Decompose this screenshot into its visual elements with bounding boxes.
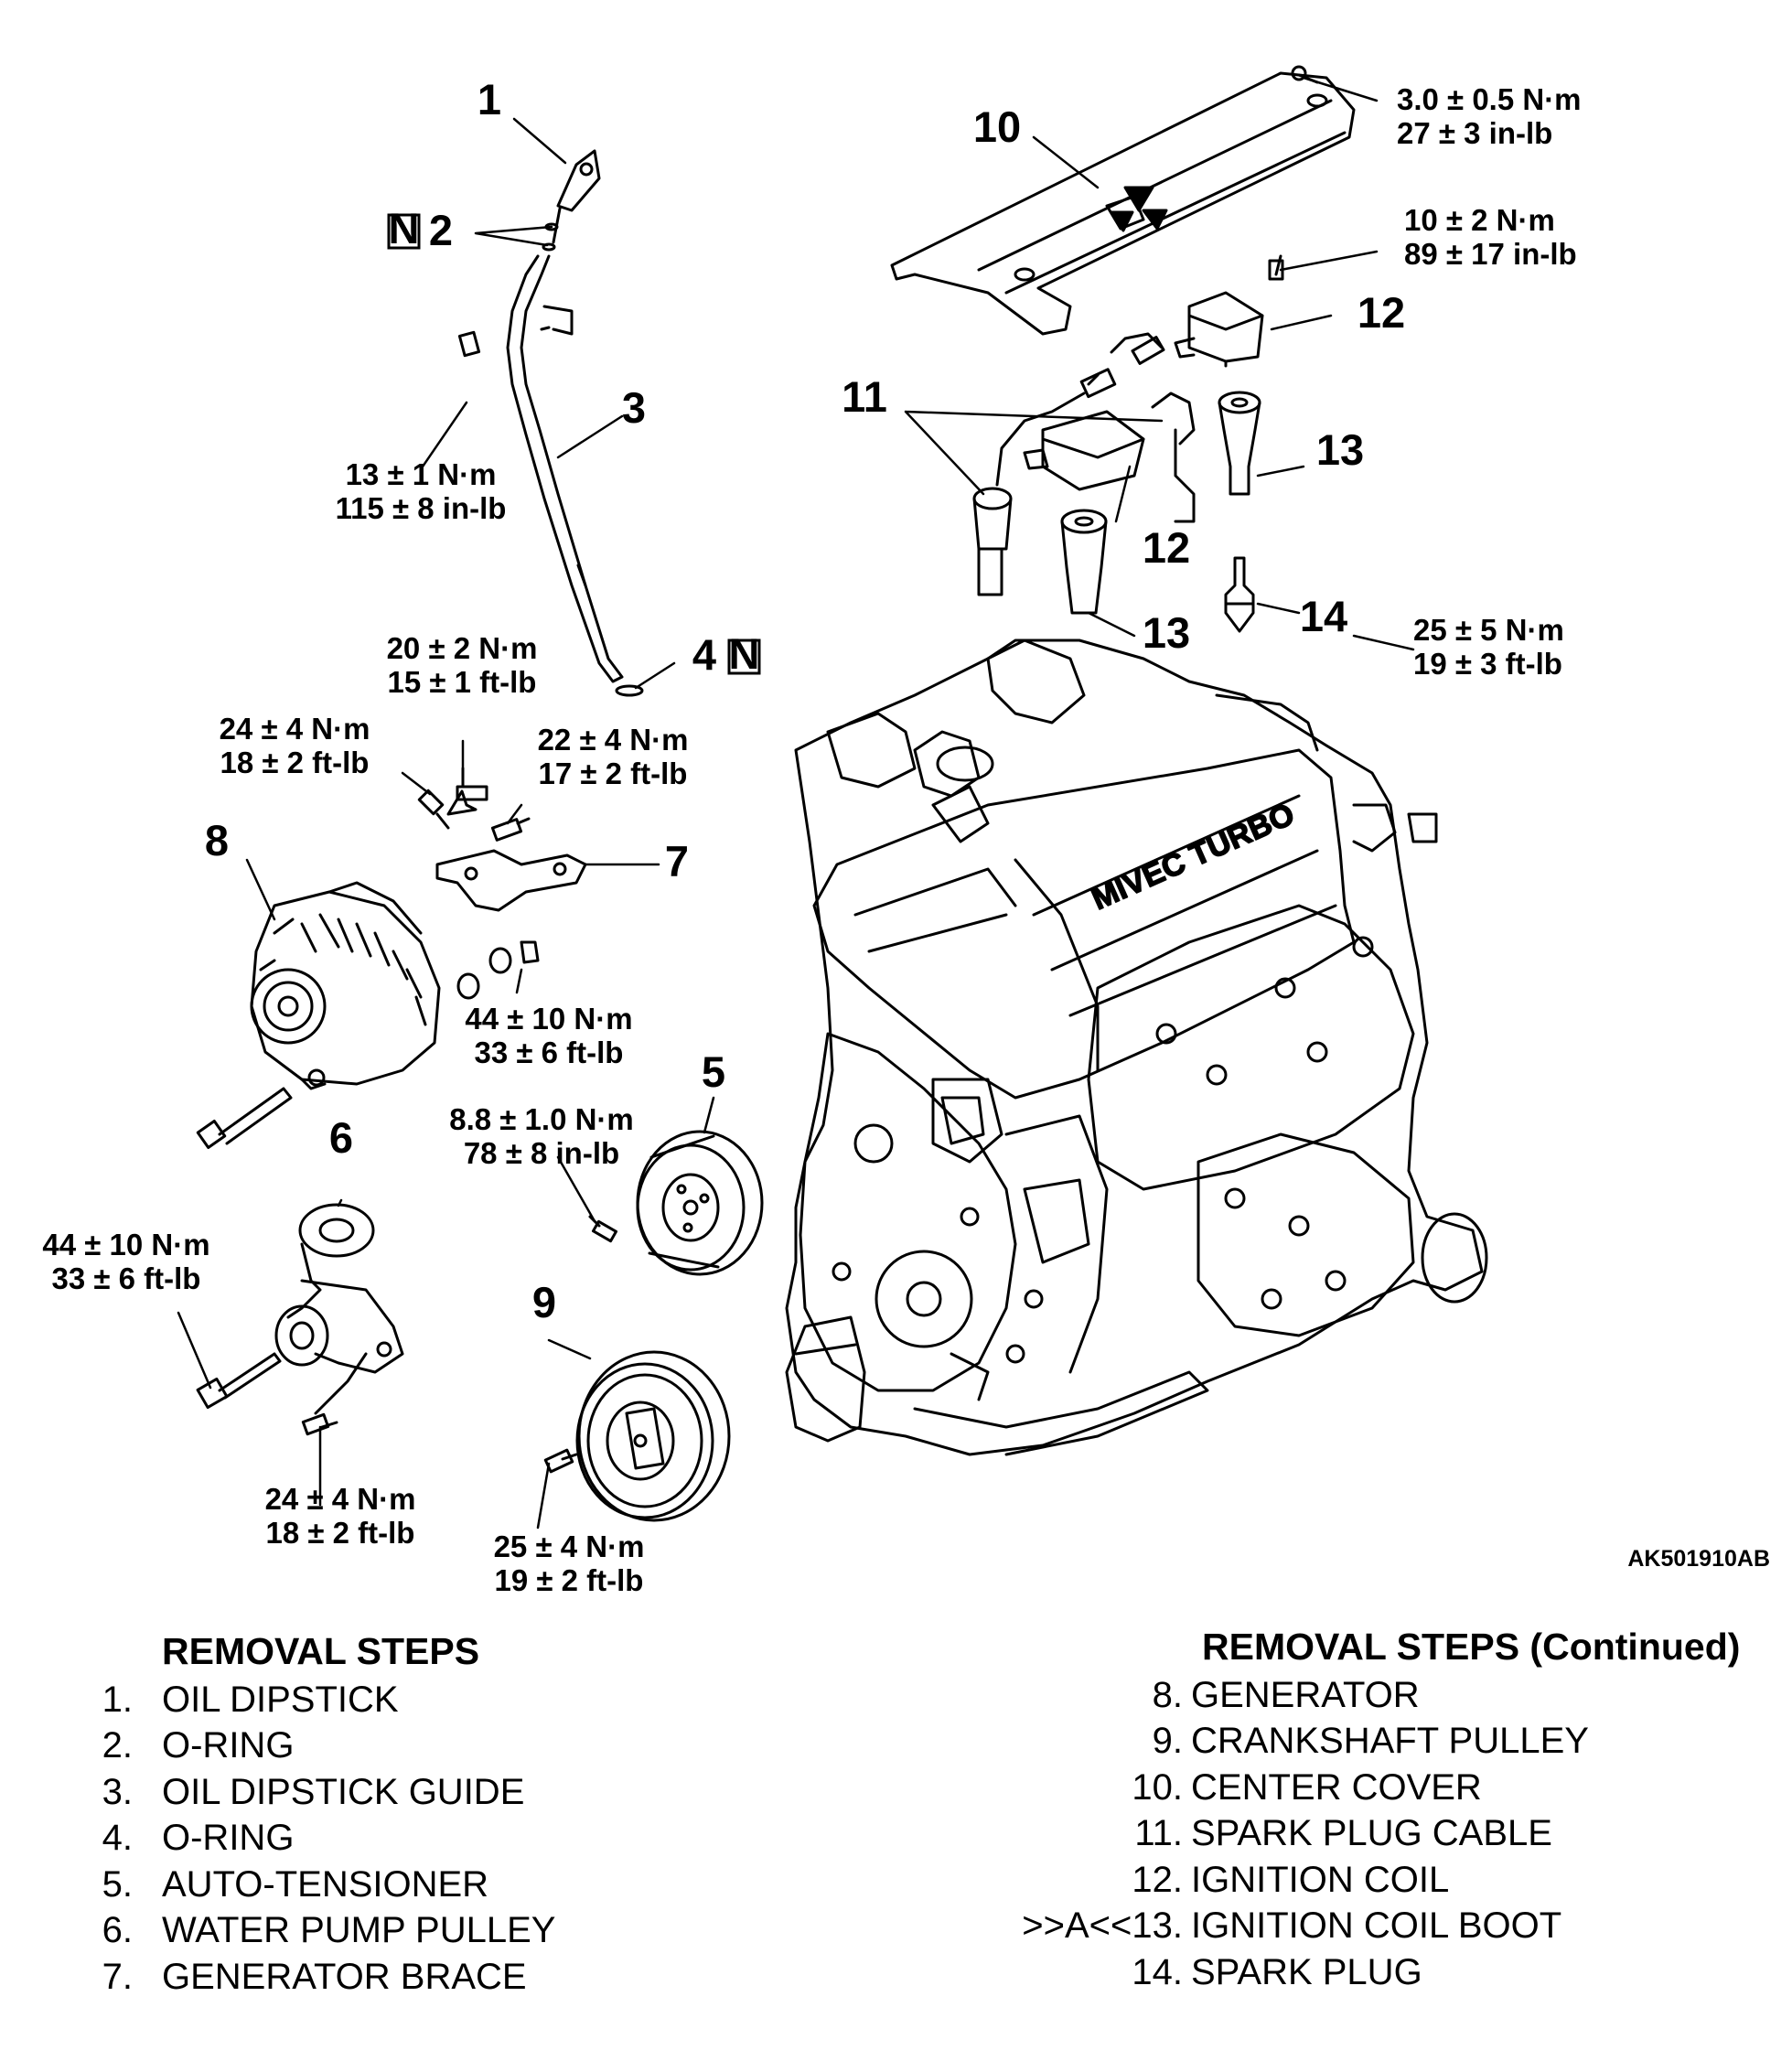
torque-spark-plug-nm: 25 ± 5 N·m xyxy=(1413,613,1564,647)
torque-guide-nm: 13 ± 1 N·m xyxy=(346,457,497,491)
callout-8: 8 xyxy=(205,816,229,864)
engine-assembly-drawing: MIVEC TURBO xyxy=(785,639,1488,1456)
removal-steps-heading: REMOVAL STEPS xyxy=(162,1630,480,1672)
list-item: >>A<<13.IGNITION COIL BOOT xyxy=(1022,1905,1562,1946)
callout-10: 10 xyxy=(973,102,1021,151)
callout-5: 5 xyxy=(702,1047,725,1096)
callout-14: 14 xyxy=(1300,592,1347,640)
figure-id: AK501910AB xyxy=(1627,1546,1770,1572)
ignition-parts-drawing xyxy=(972,254,1284,633)
dipstick-drawing xyxy=(457,149,644,697)
torque-brace-top-ftlb: 15 ± 1 ft-lb xyxy=(388,665,537,699)
callout-13-lower: 13 xyxy=(1143,608,1190,657)
list-item: 10.CENTER COVER xyxy=(1132,1766,1482,1808)
list-item: 7.GENERATOR BRACE xyxy=(102,1956,527,1997)
removal-steps-list: REMOVAL STEPS 1.OIL DIPSTICK 2.O-RING 3.… xyxy=(96,1628,556,2000)
callout-13-upper: 13 xyxy=(1316,425,1364,474)
list-item: 5.AUTO-TENSIONER xyxy=(102,1863,489,1905)
center-cover-drawing xyxy=(890,65,1356,336)
part-callouts: 1 2 3 4 5 6 7 8 9 10 11 12 12 13 13 14 xyxy=(205,75,1405,1326)
callout-7: 7 xyxy=(665,837,689,885)
callout-12-upper: 12 xyxy=(1357,288,1405,337)
torque-generator-nut-nm: 44 ± 10 N·m xyxy=(465,1002,632,1036)
torque-tensioner-lower-nm: 24 ± 4 N·m xyxy=(265,1482,416,1516)
torque-tensioner-bolt-ftlb: 33 ± 6 ft-lb xyxy=(52,1261,201,1295)
removal-steps-continued-list: REMOVAL STEPS (Continued) 8.GENERATOR 9.… xyxy=(1002,1624,1740,1995)
list-item: 2.O-RING xyxy=(102,1725,295,1766)
removal-steps-continued-heading: REMOVAL STEPS (Continued) xyxy=(1202,1626,1741,1668)
torque-coil-nm: 10 ± 2 N·m xyxy=(1404,203,1555,237)
engine-lettering: MIVEC TURBO xyxy=(1087,797,1300,918)
svg-text:N: N xyxy=(389,204,420,252)
torque-specs: 3.0 ± 0.5 N·m 27 ± 3 in-lb 10 ± 2 N·m 89… xyxy=(42,82,1581,1592)
torque-brace-right-nm: 22 ± 4 N·m xyxy=(538,723,689,757)
generator-brace-drawing xyxy=(417,767,587,912)
new-part-marker-2: N xyxy=(387,204,421,252)
torque-tensioner-lower-ftlb: 18 ± 2 ft-lb xyxy=(266,1516,415,1550)
torque-crank-ftlb: 19 ± 2 ft-lb xyxy=(495,1563,644,1592)
list-item: 6.WATER PUMP PULLEY xyxy=(102,1910,556,1950)
callout-1: 1 xyxy=(478,75,501,123)
torque-water-pump-inlb: 78 ± 8 in-lb xyxy=(464,1136,619,1170)
crankshaft-pulley-drawing xyxy=(543,1350,731,1522)
torque-coil-inlb: 89 ± 17 in-lb xyxy=(1404,237,1577,271)
list-item: 8.GENERATOR xyxy=(1152,1674,1420,1715)
list-item: 1.OIL DIPSTICK xyxy=(102,1679,399,1720)
torque-crank-nm: 25 ± 4 N·m xyxy=(494,1529,645,1563)
leader-lines xyxy=(177,76,1415,1529)
list-item: 14.SPARK PLUG xyxy=(1132,1951,1422,1992)
callout-3: 3 xyxy=(622,383,646,432)
torque-generator-nut-ftlb: 33 ± 6 ft-lb xyxy=(475,1036,624,1069)
list-item: 4.O-RING xyxy=(102,1818,295,1858)
torque-spark-plug-ftlb: 19 ± 3 ft-lb xyxy=(1413,647,1562,681)
list-item: 9.CRANKSHAFT PULLEY xyxy=(1152,1721,1589,1761)
callout-9: 9 xyxy=(532,1278,556,1326)
exploded-parts-diagram: MIVEC TURBO xyxy=(42,65,1770,1592)
torque-brace-right-ftlb: 17 ± 2 ft-lb xyxy=(539,757,688,790)
new-part-marker-4: N xyxy=(727,629,761,678)
svg-text:N: N xyxy=(729,629,760,678)
torque-center-cover-inlb: 27 ± 3 in-lb xyxy=(1397,116,1552,150)
torque-brace-left-ftlb: 18 ± 2 ft-lb xyxy=(220,746,370,779)
generator-drawing xyxy=(196,881,540,1150)
list-item: 12.IGNITION COIL xyxy=(1132,1859,1450,1900)
torque-tensioner-bolt-nm: 44 ± 10 N·m xyxy=(42,1228,209,1261)
torque-center-cover-nm: 3.0 ± 0.5 N·m xyxy=(1397,82,1582,116)
auto-tensioner-drawing xyxy=(196,1203,404,1436)
torque-brace-top-nm: 20 ± 2 N·m xyxy=(387,631,538,665)
callout-12-lower: 12 xyxy=(1143,523,1190,572)
callout-6: 6 xyxy=(329,1113,353,1162)
callout-2: 2 xyxy=(429,206,453,254)
torque-brace-left-nm: 24 ± 4 N·m xyxy=(220,712,370,746)
list-item: 11.SPARK PLUG CABLE xyxy=(1134,1813,1552,1853)
callout-4: 4 xyxy=(692,630,716,679)
torque-water-pump-nm: 8.8 ± 1.0 N·m xyxy=(449,1102,634,1136)
callout-11: 11 xyxy=(842,372,887,421)
list-item: 3.OIL DIPSTICK GUIDE xyxy=(102,1771,525,1812)
water-pump-pulley-drawing xyxy=(588,1130,764,1276)
torque-guide-inlb: 115 ± 8 in-lb xyxy=(336,491,507,525)
